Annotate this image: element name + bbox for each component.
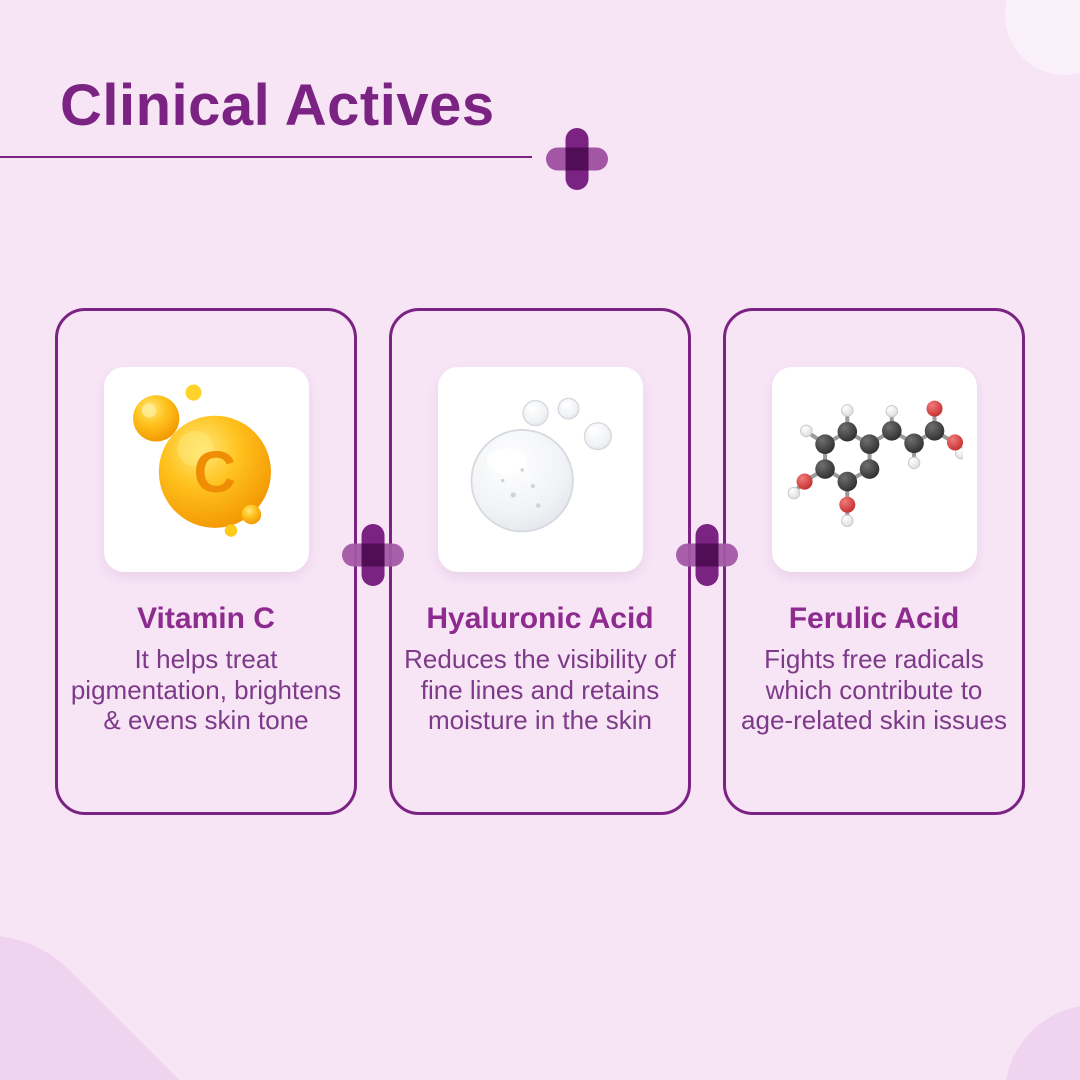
hyaluronic-acid-image-tile: [437, 367, 643, 572]
card-description-hyaluronic-acid: Reduces the visibility of fine lines and…: [404, 644, 676, 736]
ferulic-acid-image-tile: [771, 367, 977, 572]
water-droplets-icon: [470, 397, 612, 532]
card-description-vitamin-c: It helps treat pigmentation, brightens &…: [70, 644, 342, 736]
cards-row: C Vitamin C It helps treat pigmentation,…: [55, 308, 1025, 815]
card-vitamin-c: C Vitamin C It helps treat pigmentation,…: [55, 308, 357, 815]
plus-connector-icon: [676, 524, 738, 586]
plus-horizontal-bar: [676, 543, 738, 567]
plus-connector-icon: [342, 524, 404, 586]
plus-icon: [546, 128, 608, 190]
card-ferulic-acid: Ferulic Acid Fights free radicals which …: [723, 308, 1025, 815]
card-description-ferulic-acid: Fights free radicals which contribute to…: [741, 644, 1007, 736]
plus-horizontal-bar: [342, 543, 404, 567]
vitamin-c-image-tile: C: [103, 367, 309, 572]
corner-decoration-bottom-left: [0, 885, 325, 1080]
page-title: Clinical Actives: [60, 73, 495, 138]
card-title-hyaluronic-acid: Hyaluronic Acid: [426, 602, 654, 635]
plus-horizontal-bar: [546, 147, 608, 171]
card-title-ferulic-acid: Ferulic Acid: [788, 602, 960, 635]
card-title-vitamin-c: Vitamin C: [137, 602, 275, 635]
vitamin-c-letter: C: [194, 440, 236, 505]
corner-decoration-bottom-right: [1005, 1005, 1080, 1080]
molecule-structure-icon: [787, 400, 963, 527]
vitamin-c-sphere-icon: C: [133, 384, 271, 537]
corner-decoration-top-right: [1005, 0, 1080, 75]
card-hyaluronic-acid: Hyaluronic Acid Reduces the visibility o…: [389, 308, 691, 815]
title-underline: [0, 156, 532, 158]
